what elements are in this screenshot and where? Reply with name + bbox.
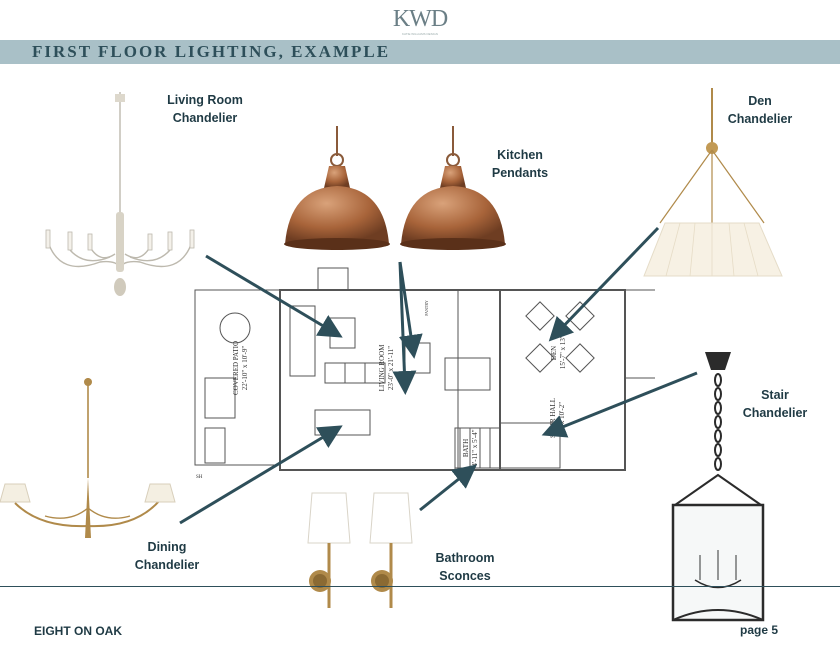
stair-chandelier-image xyxy=(671,352,765,622)
stair-label-line1: Stair xyxy=(761,388,789,402)
footer-project-name: EIGHT ON OAK xyxy=(34,624,123,638)
plan-pantry-note: SH xyxy=(196,475,203,480)
arrow-dining xyxy=(179,425,343,525)
bathroom-sconces-image xyxy=(307,492,413,608)
den-label-line2: Chandelier xyxy=(727,112,793,126)
plan-living-room: LIVING ROOM xyxy=(378,344,386,392)
dining-label: Dining Chandelier xyxy=(122,538,212,574)
plan-covered-patio: COVERED PATIO xyxy=(232,341,240,395)
arrow-kitchen-2 xyxy=(392,261,417,395)
page-title: FIRST FLOOR LIGHTING, EXAMPLE xyxy=(32,42,391,61)
living-room-label-line1: Living Room xyxy=(167,93,243,107)
arrow-stair xyxy=(541,371,698,438)
plan-living-room-dims: 23'-0" x 21'-11" xyxy=(387,346,395,390)
living-room-chandelier-image xyxy=(45,92,195,296)
bathroom-label-line2: Sconces xyxy=(439,569,491,583)
living-room-label: Living Room Chandelier xyxy=(150,91,260,127)
dining-chandelier-image xyxy=(0,378,176,538)
bathroom-label: Bathroom Sconces xyxy=(420,549,510,585)
dining-label-line2: Chandelier xyxy=(134,558,200,572)
plan-den-dims: 15'-7" x 13' xyxy=(559,337,567,369)
den-chandelier-image xyxy=(643,88,783,277)
den-label-line1: Den xyxy=(748,94,772,108)
stair-label-line2: Chandelier xyxy=(742,406,808,420)
brand-logo: KWD xyxy=(392,6,448,32)
living-room-label-line2: Chandelier xyxy=(172,111,238,125)
arrow-bathroom xyxy=(419,464,478,512)
stair-label: Stair Chandelier xyxy=(730,386,820,422)
dining-label-line1: Dining xyxy=(147,540,187,554)
brand-tagline: KATIE WILLIAMS DESIGN xyxy=(402,32,438,36)
kitchen-label-line2: Pendants xyxy=(491,166,549,180)
plan-den: DEN xyxy=(550,346,558,360)
den-label: Den Chandelier xyxy=(715,92,805,128)
kitchen-label-line1: Kitchen xyxy=(497,148,543,162)
footer-page-number: page 5 xyxy=(740,623,779,637)
plan-covered-patio-dims: 22'-10" x 10'-9" xyxy=(241,346,249,391)
arrow-living-room xyxy=(205,254,343,338)
kitchen-pendants-image xyxy=(284,126,506,250)
title-banner xyxy=(0,40,840,64)
bathroom-label-line1: Bathroom xyxy=(435,551,495,565)
arrow-den xyxy=(548,226,660,342)
plan-bath-dims: 4'-11" x 5'-4" xyxy=(471,429,479,466)
footer-divider xyxy=(0,586,840,587)
kitchen-label: Kitchen Pendants xyxy=(475,146,565,182)
plan-pantry: PANTRY xyxy=(424,300,429,316)
plan-bath: BATH xyxy=(462,439,470,457)
arrow-kitchen-1 xyxy=(398,261,423,359)
